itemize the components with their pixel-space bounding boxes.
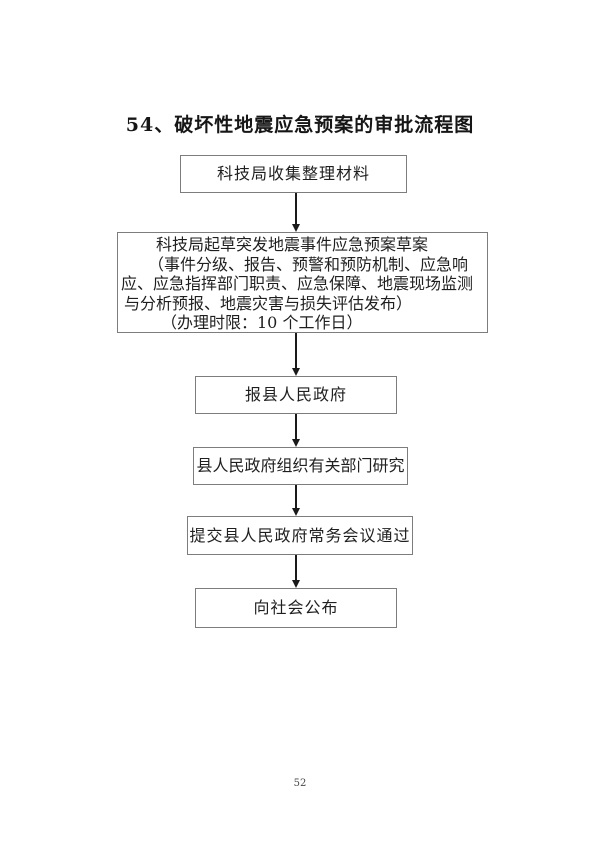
flow-arrow-1 xyxy=(291,193,300,232)
flow-step-executive-meeting-approval: 提交县人民政府常务会议通过 xyxy=(187,516,413,555)
draft-plan-line-4: 与分析预报、地震灾害与损失评估发布） xyxy=(124,293,413,313)
draft-plan-line-1: 科技局起草突发地震事件应急预案草案 xyxy=(156,235,429,254)
flow-step-departments-research: 县人民政府组织有关部门研究 xyxy=(193,447,408,485)
draft-plan-line-3: 应、应急指挥部门职责、应急保障、地震现场监测 xyxy=(121,274,474,293)
flow-arrow-2 xyxy=(291,333,300,376)
flow-arrow-5 xyxy=(291,555,300,588)
page-title: 54、破坏性地震应急预案的审批流程图 xyxy=(125,114,475,136)
flow-arrow-4 xyxy=(291,485,300,516)
flow-step-collect-materials: 科技局收集整理材料 xyxy=(180,155,407,193)
page-number: 52 xyxy=(293,778,307,789)
flow-arrow-3 xyxy=(291,414,300,447)
draft-plan-time-limit: （办理时限：10 个工作日） xyxy=(161,313,363,332)
draft-plan-line-2: （事件分级、报告、预警和预防机制、应急响 xyxy=(148,254,469,274)
flow-step-report-county-government: 报县人民政府 xyxy=(195,376,397,414)
flow-step-publish-to-public: 向社会公布 xyxy=(195,588,397,628)
flow-step-draft-plan: 科技局起草突发地震事件应急预案草案 （事件分级、报告、预警和预防机制、应急响 应… xyxy=(117,232,488,333)
